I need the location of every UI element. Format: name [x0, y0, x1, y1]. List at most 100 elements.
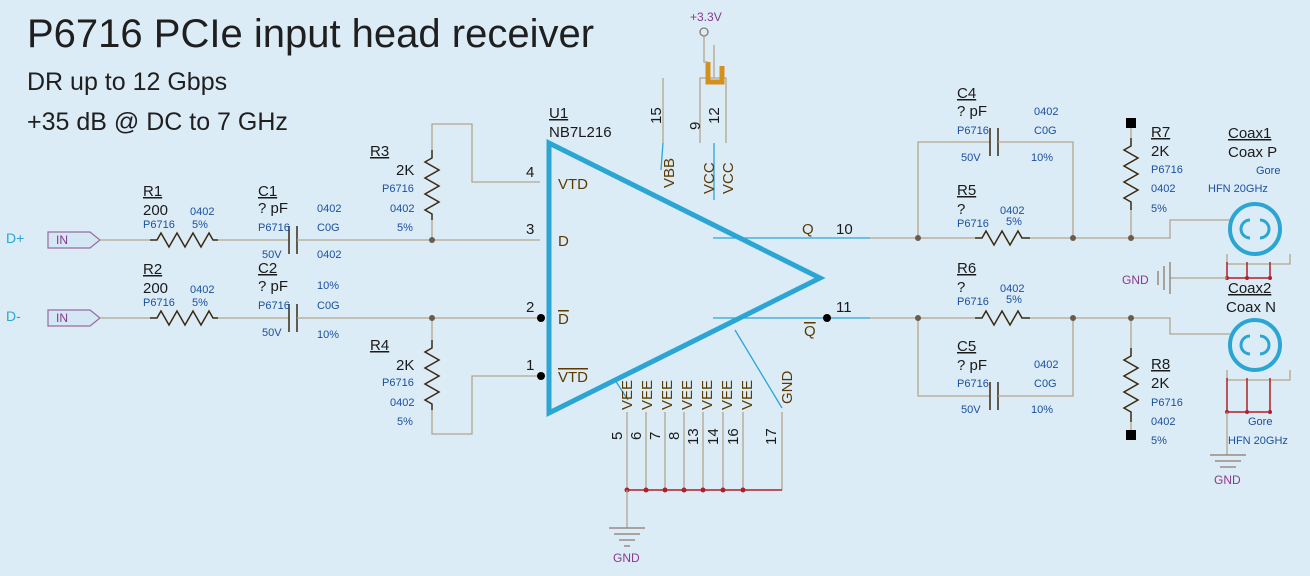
capacitor-c4: C4 ? pF 0402 P6716 C0G 50V 10%	[957, 85, 1058, 164]
svg-text:16: 16	[725, 428, 742, 445]
wires-output	[870, 128, 1230, 432]
svg-text:VTD: VTD	[558, 176, 588, 193]
svg-text:P6716: P6716	[1151, 164, 1183, 176]
amplifier-u1: U1 NB7L216 4 VTD 3 D 2 D 1 VTD 15 VBB 9 …	[526, 10, 870, 445]
svg-text:VEE: VEE	[639, 380, 656, 410]
svg-text:? pF: ? pF	[957, 357, 987, 374]
svg-text:Coax P: Coax P	[1228, 144, 1277, 161]
svg-text:D: D	[558, 233, 569, 250]
capacitor-c5: C5 ? pF 0402 P6716 C0G 50V 10%	[957, 338, 1058, 416]
svg-text:P6716: P6716	[382, 183, 414, 195]
svg-text:2: 2	[526, 299, 534, 316]
svg-text:VEE: VEE	[659, 380, 676, 410]
svg-text:5%: 5%	[1006, 294, 1022, 306]
svg-text:VBB: VBB	[661, 158, 678, 188]
svg-text:R3: R3	[370, 143, 389, 160]
svg-text:0402: 0402	[190, 284, 214, 296]
svg-text:R7: R7	[1151, 124, 1170, 141]
svg-text:50V: 50V	[262, 327, 282, 339]
svg-text:R6: R6	[957, 260, 976, 277]
svg-text:0402: 0402	[390, 397, 414, 409]
junction-dots-input	[429, 237, 545, 380]
svg-text:C0G: C0G	[317, 300, 340, 312]
svg-text:GND: GND	[779, 371, 796, 405]
svg-text:14: 14	[705, 428, 722, 445]
svg-text:2K: 2K	[1151, 143, 1169, 160]
svg-text:17: 17	[763, 428, 780, 445]
svg-text:8: 8	[666, 432, 683, 440]
svg-text:0402: 0402	[1151, 416, 1175, 428]
net-label-dp: D+	[6, 230, 24, 246]
capacitor-c1: C1 ? pF 0402 P6716 C0G 50V 0402	[258, 183, 341, 261]
svg-text:P6716: P6716	[957, 125, 989, 137]
svg-text:2K: 2K	[396, 357, 414, 374]
svg-text:P6716: P6716	[382, 377, 414, 389]
resistor-r4: R4 2K P6716 0402 5%	[370, 337, 441, 428]
svg-text:5%: 5%	[192, 219, 208, 231]
svg-text:5%: 5%	[1151, 203, 1167, 215]
svg-text:Q: Q	[802, 221, 814, 238]
svg-text:C1: C1	[258, 183, 277, 200]
svg-text:2K: 2K	[1151, 375, 1169, 392]
svg-text:R4: R4	[370, 337, 389, 354]
svg-text:VEE: VEE	[619, 380, 636, 410]
svg-text:VEE: VEE	[679, 380, 696, 410]
page-title: P6716 PCIe input head receiver	[27, 12, 594, 56]
svg-text:Q: Q	[804, 323, 816, 340]
subtitle-gain: +35 dB @ DC to 7 GHz	[27, 108, 288, 136]
junction-dots-output	[915, 118, 1136, 440]
svg-text:VEE: VEE	[719, 380, 736, 410]
svg-text:0402: 0402	[390, 203, 414, 215]
svg-text:+3.3V: +3.3V	[690, 10, 722, 24]
svg-text:15: 15	[648, 107, 665, 124]
svg-text:6: 6	[628, 432, 645, 440]
svg-text:10: 10	[836, 221, 853, 238]
svg-text:10%: 10%	[1031, 404, 1053, 416]
svg-text:0402: 0402	[317, 203, 341, 215]
svg-text:VEE: VEE	[739, 380, 756, 410]
svg-text:VCC: VCC	[701, 162, 718, 194]
svg-text:Coax2: Coax2	[1228, 280, 1271, 297]
svg-text:9: 9	[687, 122, 704, 130]
svg-text:VTD: VTD	[558, 369, 588, 386]
resistor-r6: R6 ? 0402 P6716 5%	[957, 260, 1030, 327]
svg-text:C0G: C0G	[1034, 125, 1057, 137]
svg-text:? pF: ? pF	[258, 200, 288, 217]
svg-text:200: 200	[143, 280, 168, 297]
svg-text:0402: 0402	[1000, 205, 1024, 217]
svg-text:P6716: P6716	[143, 219, 175, 231]
svg-text:R2: R2	[143, 261, 162, 278]
svg-text:C4: C4	[957, 85, 976, 102]
svg-text:5%: 5%	[1151, 435, 1167, 447]
net-label-dn: D-	[6, 308, 21, 324]
resistor-r5: R5 ? 0402 P6716 5%	[957, 182, 1030, 247]
svg-text:?: ?	[957, 201, 965, 218]
svg-text:0402: 0402	[317, 249, 341, 261]
svg-text:5%: 5%	[397, 416, 413, 428]
svg-text:50V: 50V	[961, 152, 981, 164]
coax-connector-2: Coax2 Coax N Gore HFN 20GHz GND	[1210, 280, 1291, 487]
svg-text:5%: 5%	[397, 222, 413, 234]
svg-text:C0G: C0G	[1034, 378, 1057, 390]
svg-text:D: D	[558, 311, 569, 328]
svg-text:R5: R5	[957, 182, 976, 199]
ground-symbol-coax: GND	[1122, 262, 1227, 294]
svg-text:VCC: VCC	[720, 162, 737, 194]
svg-text:13: 13	[685, 428, 702, 445]
svg-text:50V: 50V	[961, 404, 981, 416]
resistor-r3: R3 2K P6716 0402 5%	[370, 143, 441, 234]
svg-text:P6716: P6716	[957, 296, 989, 308]
svg-text:U1: U1	[549, 105, 568, 122]
svg-text:P6716: P6716	[1151, 397, 1183, 409]
svg-text:P6716: P6716	[957, 218, 989, 230]
svg-text:GND: GND	[1214, 473, 1241, 487]
svg-text:10%: 10%	[317, 329, 339, 341]
svg-text:Coax1: Coax1	[1228, 125, 1271, 142]
resistor-r7: R7 2K P6716 0402 5%	[1122, 124, 1183, 215]
svg-text:P6716: P6716	[143, 297, 175, 309]
svg-text:C0G: C0G	[317, 222, 340, 234]
svg-text:3: 3	[526, 221, 534, 238]
svg-text:0402: 0402	[1034, 359, 1058, 371]
svg-text:GND: GND	[1122, 273, 1149, 287]
svg-text:Gore: Gore	[1248, 416, 1272, 428]
